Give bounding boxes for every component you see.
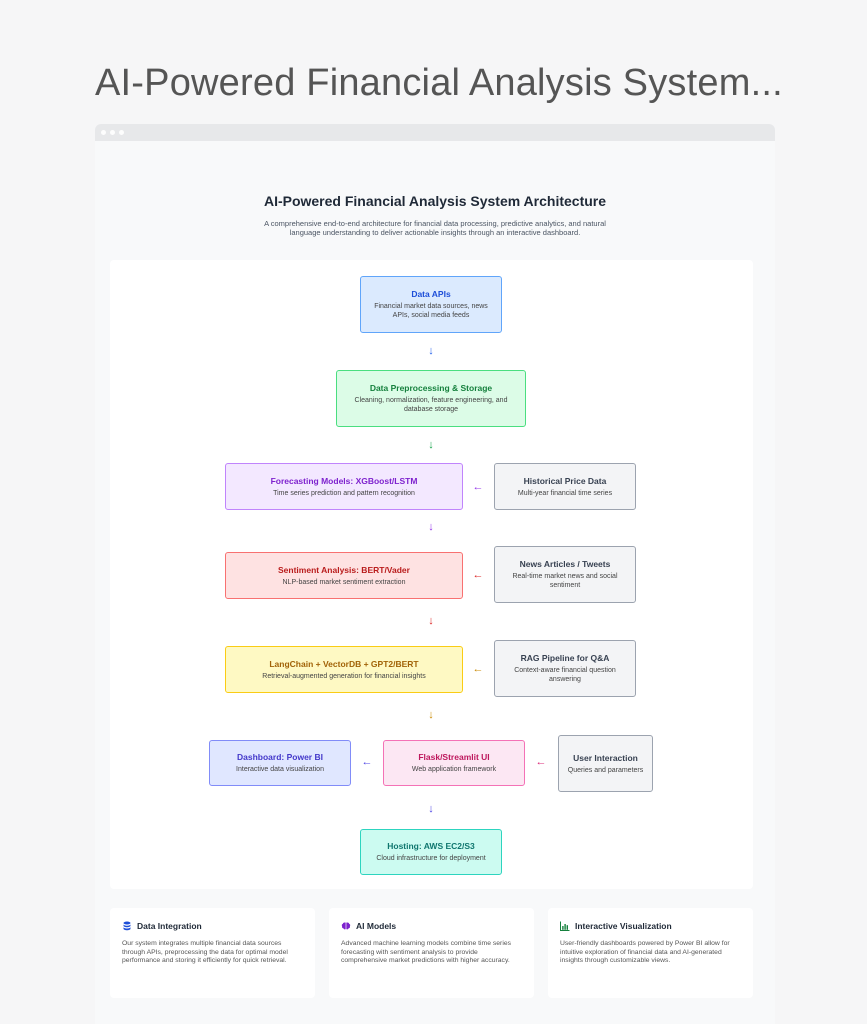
node-desc: Context-aware financial question answeri… [514,667,616,683]
arrow-left-icon: ← [472,569,484,581]
node-historical-price-data: Historical Price Data Multi-year financi… [494,463,636,510]
node-dashboard: Dashboard: Power BI Interactive data vis… [209,740,351,786]
node-desc: Financial market data sources, news APIs… [374,303,488,319]
document-subtitle: A comprehensive end-to-end architecture … [264,219,606,237]
card-title: Interactive Visualization [575,921,672,931]
node-title: Forecasting Models: XGBoost/LSTM [270,475,418,486]
database-icon [123,921,131,931]
node-desc: Queries and parameters [567,766,644,774]
node-data-apis: Data APIs Financial market data sources,… [360,276,502,333]
card-title: Data Integration [137,921,202,931]
node-sentiment-analysis: Sentiment Analysis: BERT/Vader NLP-based… [225,552,463,599]
feature-card-interactive-visualization: Interactive Visualization User-friendly … [548,908,753,998]
window-dot[interactable] [110,130,115,135]
node-news-articles: News Articles / Tweets Real-time market … [494,546,636,603]
preview-window: AI-Powered Financial Analysis System Arc… [95,124,775,1024]
node-forecasting: Forecasting Models: XGBoost/LSTM Time se… [225,463,463,510]
page-title: AI-Powered Financial Analysis System... [95,62,783,104]
node-title: Data APIs [411,289,451,299]
node-langchain: LangChain + VectorDB + GPT2/BERT Retriev… [225,646,463,693]
node-title: Dashboard: Power BI [237,752,323,762]
arrow-down-icon: ↓ [428,521,434,533]
arrow-left-icon: ← [472,481,484,493]
node-flask-streamlit: Flask/Streamlit UI Web application frame… [383,740,525,786]
arrow-down-icon: ↓ [428,615,434,627]
feature-card-ai-models: AI Models Advanced machine learning mode… [329,908,534,998]
arrow-down-icon: ↓ [428,439,434,451]
node-title: Hosting: AWS EC2/S3 [387,841,475,851]
card-text: Advanced machine learning models combine… [341,940,512,964]
node-title: Historical Price Data [523,475,607,486]
node-title: Data Preprocessing & Storage [369,383,493,393]
node-preprocessing: Data Preprocessing & Storage Cleaning, n… [336,370,526,427]
window-dot[interactable] [119,130,124,135]
node-title: News Articles / Tweets [519,559,611,569]
node-desc: Retrieval-augmented generation for finan… [262,672,426,680]
architecture-diagram: Data APIs Financial market data sources,… [110,260,753,889]
node-title: Sentiment Analysis: BERT/Vader [278,564,410,575]
arrow-down-icon: ↓ [428,803,434,815]
card-text: User-friendly dashboards powered by Powe… [560,940,730,964]
node-title: User Interaction [573,752,638,763]
node-desc: Interactive data visualization [236,766,324,773]
chart-icon [560,921,570,931]
node-user-interaction: User Interaction Queries and parameters [558,735,653,792]
card-text: Our system integrates multiple financial… [122,940,288,964]
node-rag-pipeline: RAG Pipeline for Q&A Context-aware finan… [494,640,636,697]
document-title: AI-Powered Financial Analysis System Arc… [263,193,607,209]
node-desc: NLP-based market sentiment extraction [282,578,406,586]
node-title: Flask/Streamlit UI [418,752,490,762]
node-desc: Web application framework [411,766,497,773]
node-desc: Cloud infrastructure for deployment [376,855,486,862]
node-title: RAG Pipeline for Q&A [520,653,610,663]
node-desc: Multi-year financial time series [517,489,613,497]
arrow-down-icon: ↓ [428,345,434,357]
arrow-down-icon: ↓ [428,709,434,721]
feature-card-data-integration: Data Integration Our system integrates m… [110,908,315,998]
node-desc: Cleaning, normalization, feature enginee… [354,397,508,413]
node-title: LangChain + VectorDB + GPT2/BERT [269,658,419,669]
window-dot[interactable] [101,130,106,135]
node-hosting: Hosting: AWS EC2/S3 Cloud infrastructure… [360,829,502,875]
arrow-left-icon: ← [361,756,373,768]
arrow-left-icon: ← [535,756,547,768]
window-titlebar [95,124,775,141]
node-desc: Time series prediction and pattern recog… [273,489,415,497]
brain-icon [341,922,351,930]
arrow-left-icon: ← [472,663,484,675]
card-title: AI Models [356,921,397,931]
node-desc: Real-time market news and social sentime… [512,573,618,589]
